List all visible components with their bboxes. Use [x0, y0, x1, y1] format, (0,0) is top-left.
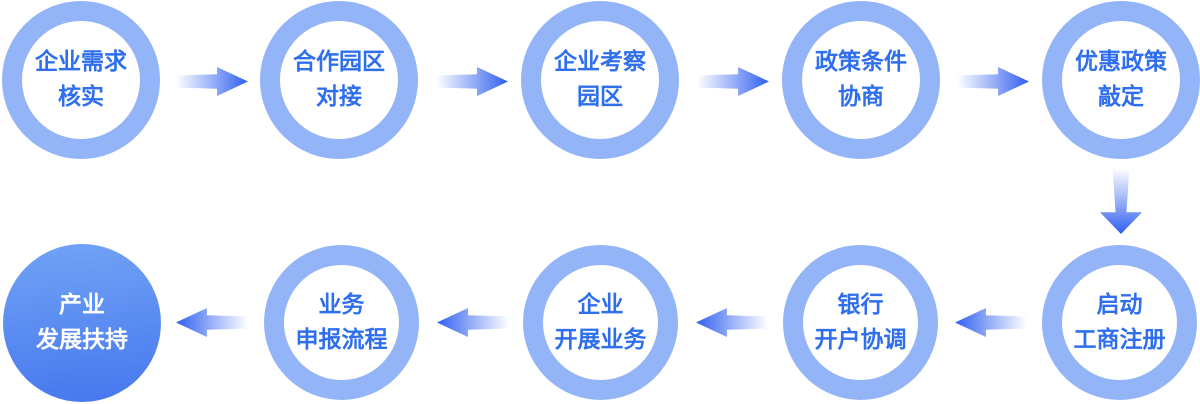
arrow-right-icon [697, 66, 769, 97]
flow-node-start-registration: 启动 工商注册 [1042, 245, 1197, 400]
flow-node-declaration-process: 业务 申报流程 [264, 245, 419, 400]
node-text-line1: 企业考察 [554, 49, 646, 75]
node-text-line2: 敲定 [1098, 84, 1144, 110]
flow-node-verify-needs: 企业需求 核实 [2, 1, 160, 159]
node-label: 启动 工商注册 [1074, 288, 1166, 358]
arrow-down-icon [1100, 168, 1142, 234]
node-text-line1: 启动 [1096, 291, 1143, 318]
arrow-right-icon [957, 66, 1029, 97]
node-text-line1: 合作园区 [293, 49, 385, 75]
flow-node-industry-support: 产业 发展扶持 [3, 244, 161, 402]
node-text-line1: 企业 [577, 291, 624, 318]
node-label: 产业 发展扶持 [36, 288, 128, 358]
flow-node-park-matching: 合作园区 对接 [260, 1, 418, 159]
node-text-line2: 核实 [58, 84, 104, 110]
node-text-line2: 工商注册 [1073, 326, 1166, 353]
flow-node-park-inspection: 企业考察 园区 [521, 1, 679, 159]
node-label: 企业需求 核实 [35, 45, 127, 115]
node-text-line2: 对接 [316, 84, 362, 110]
arrow-left-icon [955, 307, 1027, 338]
node-label: 企业 开展业务 [555, 288, 647, 358]
node-text-line1: 产业 [59, 292, 105, 318]
node-text-line2: 发展扶持 [36, 327, 128, 353]
flow-node-bank-account: 银行 开户协调 [783, 245, 938, 400]
node-text-line1: 企业需求 [35, 49, 127, 75]
arrow-left-icon [696, 307, 768, 338]
node-text-line2: 协商 [838, 84, 884, 110]
arrow-right-icon [176, 66, 248, 97]
node-text-line2: 开户协调 [814, 326, 907, 353]
node-text-line2: 申报流程 [295, 326, 388, 353]
node-label: 企业考察 园区 [554, 45, 646, 115]
flow-node-business-operation: 企业 开展业务 [523, 245, 678, 400]
node-text-line2: 开展业务 [554, 326, 647, 353]
node-text-line1: 优惠政策 [1075, 49, 1167, 75]
flow-node-policy-finalize: 优惠政策 敲定 [1042, 1, 1200, 159]
node-label: 业务 申报流程 [296, 288, 388, 358]
node-label: 合作园区 对接 [293, 45, 385, 115]
node-label: 政策条件 协商 [815, 45, 907, 115]
node-text-line1: 业务 [318, 291, 365, 318]
node-text-line1: 政策条件 [815, 49, 907, 75]
node-label: 银行 开户协调 [815, 288, 907, 358]
node-text-line2: 园区 [577, 84, 623, 110]
arrow-left-icon [176, 307, 248, 338]
node-text-line1: 银行 [837, 291, 884, 318]
arrow-left-icon [437, 307, 509, 338]
node-label: 优惠政策 敲定 [1075, 45, 1167, 115]
arrow-right-icon [436, 66, 508, 97]
flow-node-policy-negotiation: 政策条件 协商 [782, 1, 940, 159]
